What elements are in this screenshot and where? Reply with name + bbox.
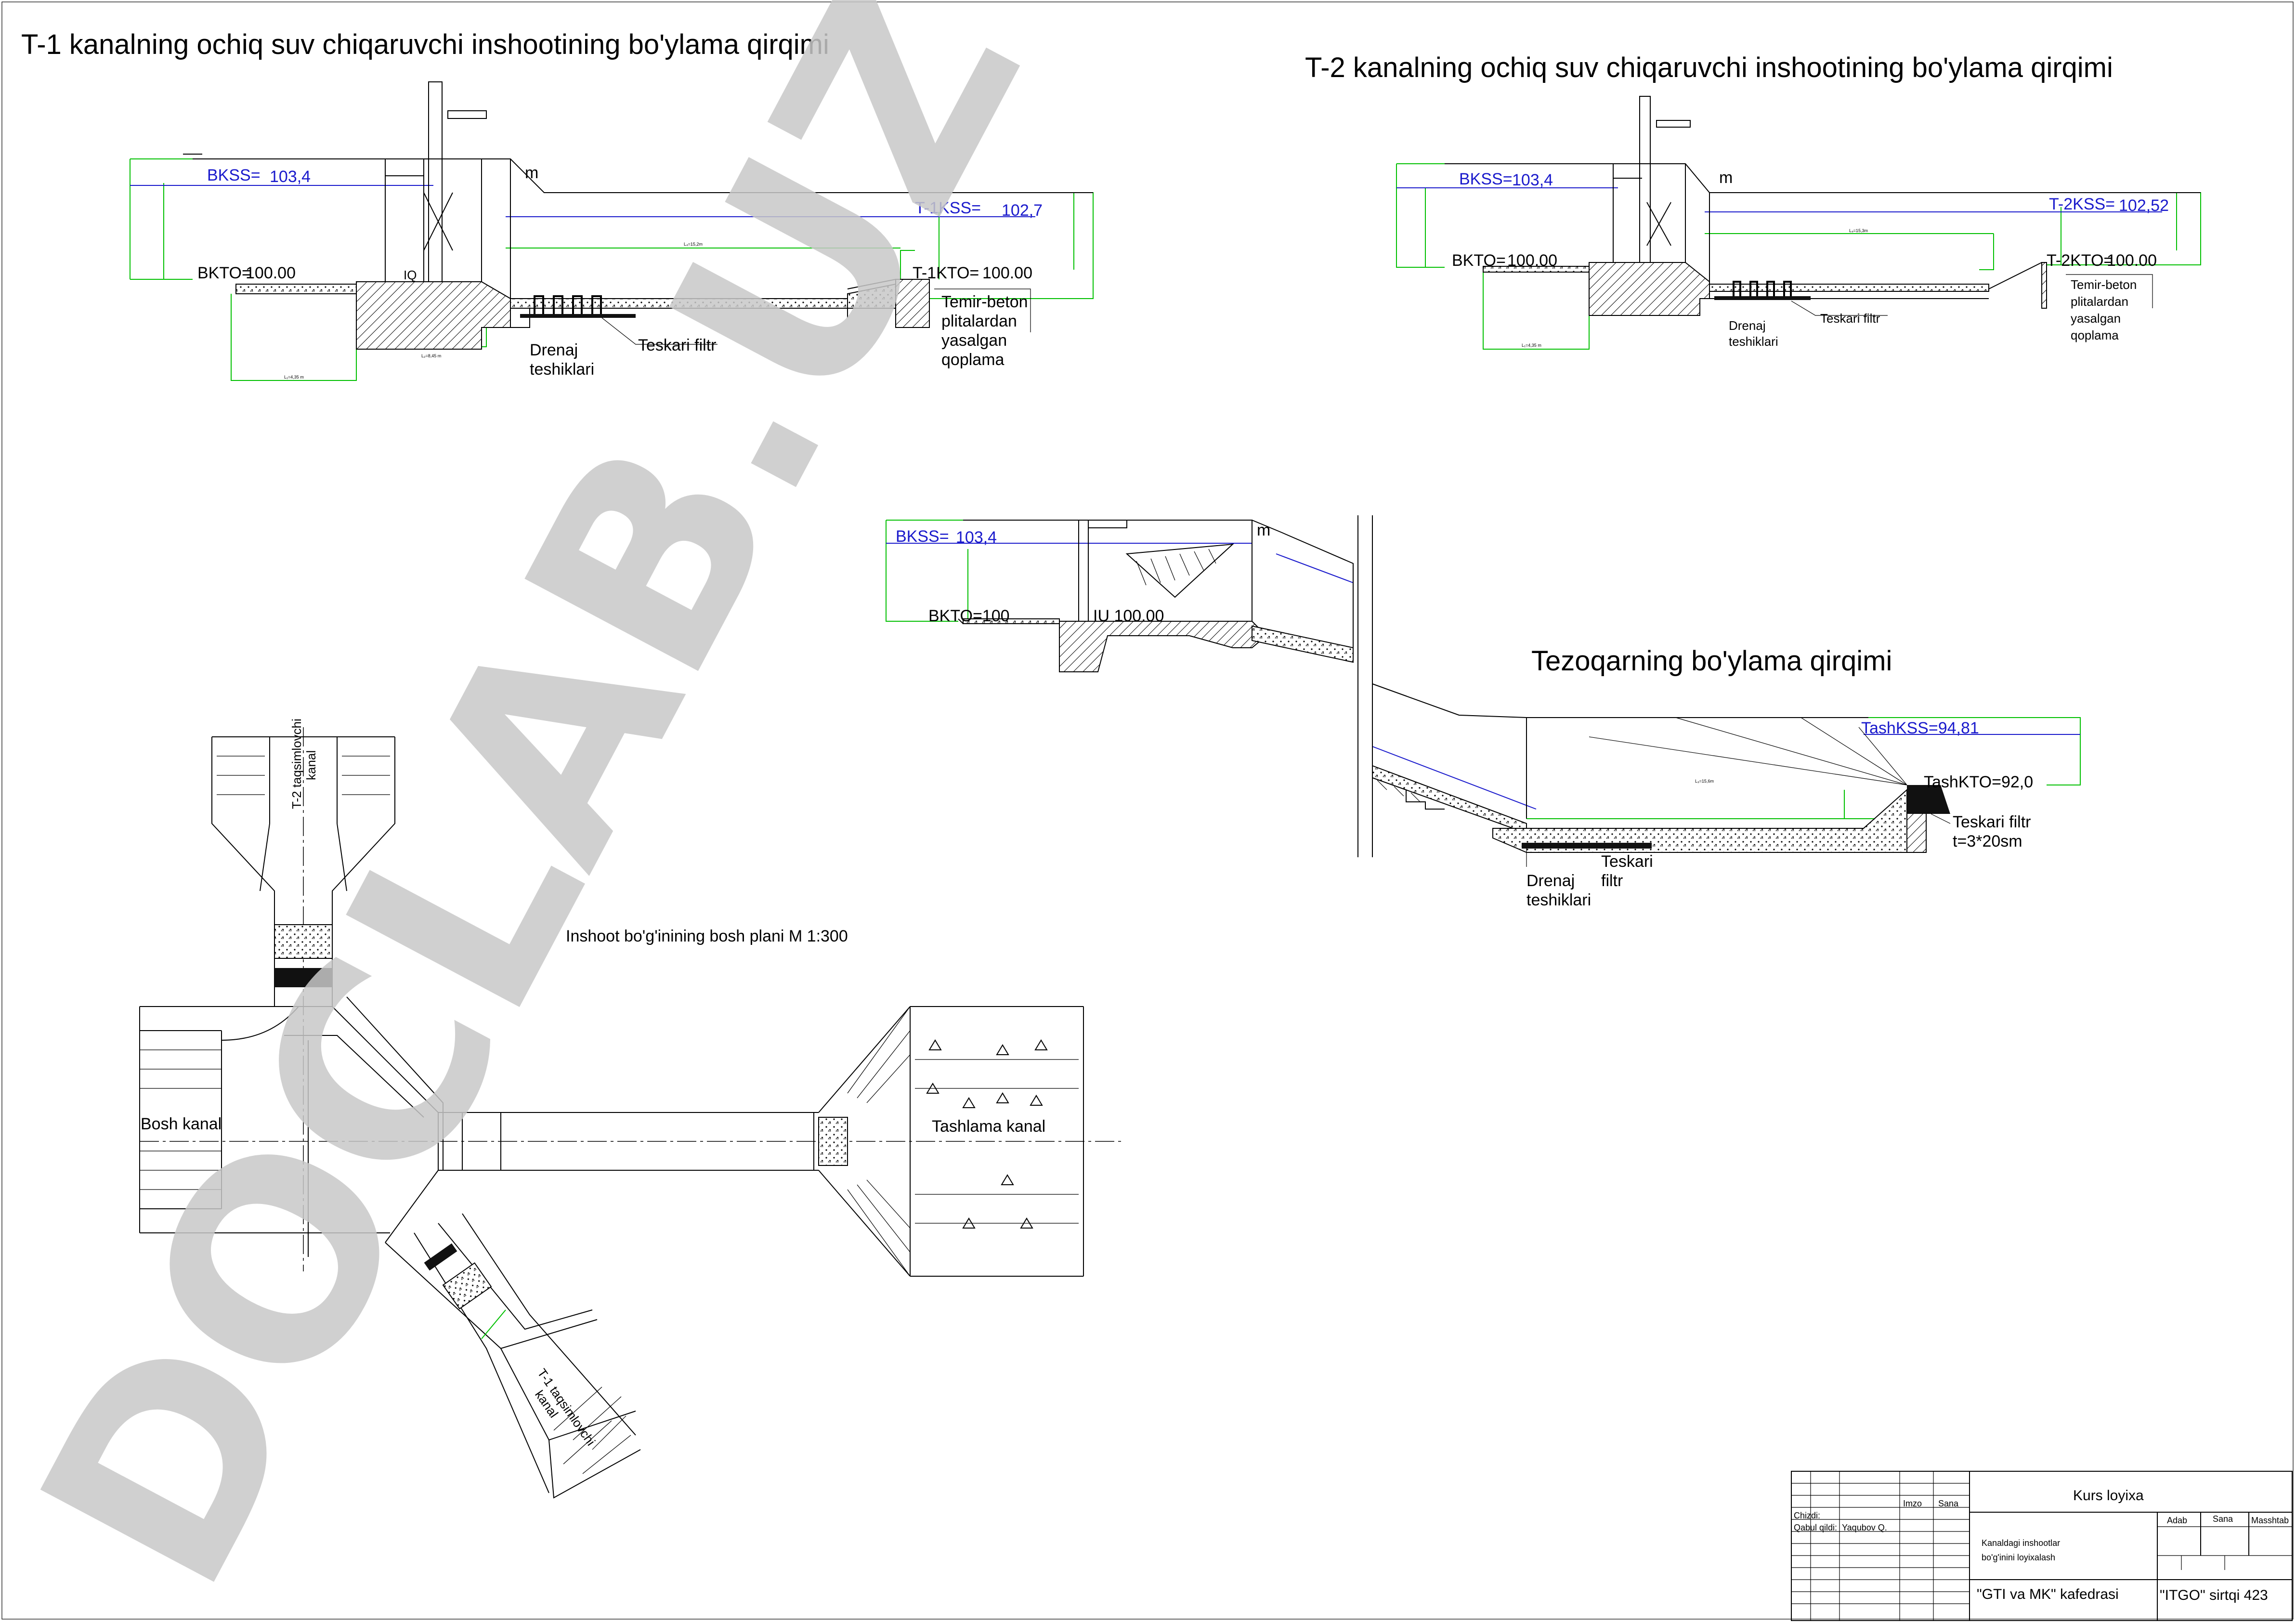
chute-gate-cap [1088,520,1127,528]
t1-bkto-label: BKTO= [197,264,251,282]
t2-lining-4: qoplama [2071,328,2119,342]
chute-tashkto: TashKTO=92,0 [1924,773,2033,791]
t2-kss-label: T-2KSS= [2049,195,2115,213]
t1-gate-mark: IQ [404,268,417,282]
chute-iu-label: IU 100.00 [1093,607,1164,625]
chute-filter2-label-1: Teskari [1601,852,1653,871]
stamp-title: Kurs loyixa [2073,1488,2144,1504]
stamp-teacher: Yaqubov Q. [1842,1523,1887,1532]
chute-section-title: Tezoqarning bo'ylama qirqimi [1531,645,1892,677]
chute-bkss-label: BKSS= [896,527,949,546]
plan-t2-canal-2: kanal [304,750,318,780]
t2-filter-label: Teskari filtr [1820,311,1880,326]
title-block: Imzo Sana Chizdi: Qabul qildi: Yaqubov Q… [1791,1471,2293,1621]
stamp-masshtab: Masshtab [2251,1516,2289,1525]
stamp-desc-2: bo'g'inini loyixalash [1982,1553,2055,1562]
t2-kto-value: 100.00 [2107,251,2157,270]
chute-filter-label-1: Teskari filtr [1953,813,2031,831]
stamp-sana: Sana [2213,1514,2233,1524]
stamp-qabul: Qabul qildi: [1794,1523,1837,1532]
t1-section-title: T-1 kanalning ochiq suv chiqaruvchi insh… [21,29,829,60]
plan-view: Inshoot bo'g'inining bosh plani M 1:300 … [139,719,1122,1499]
chute-section: Tezoqarning bo'ylama qirqimi L₃=15,6m BK… [886,515,2081,909]
chute-dim-label: L₃=15,6m [1695,779,1714,784]
t1-dim-label: L₁=4,35 m [284,375,304,379]
stamp-adab: Adab [2167,1516,2187,1525]
chute-filter-strip [1522,843,1652,849]
t1-kto-value: 100.00 [982,264,1032,282]
t2-gate-stem [1639,96,1651,265]
t1-section: T-1 kanalning ochiq suv chiqaruvchi insh… [21,29,1094,381]
chute-drain-label-2: teshiklari [1526,891,1591,909]
chute-bkto-label: BKTO=100 [928,607,1010,625]
t2-bkto-label: BKTO= [1452,251,1506,270]
plan-t2-gate [274,968,332,987]
t1-lining-2: plitalardan [941,312,1017,330]
t2-lining-3: yasalgan [2071,311,2121,326]
chute-tashkss: TashKSS=94,81 [1861,719,1979,737]
t1-dim-label: L₄=15,2m [684,242,703,247]
t2-filter-strip [1714,296,1811,300]
t1-gate-cap [447,110,487,119]
t1-lining-3: yasalgan [941,331,1007,350]
t1-gate-stem [428,81,443,285]
t2-kss-value: 102,52 [2119,196,2169,215]
t2-lining-2: plitalardan [2071,294,2128,309]
chute-bkss-value: 103,4 [956,528,997,547]
t2-dim-label: L₁=4,35 m [1522,343,1541,348]
stamp-chizdi: Chizdi: [1794,1511,1820,1520]
t1-kss-value: 102,7 [1002,201,1043,220]
plan-title: Inshoot bo'g'inining bosh plani M 1:300 [566,927,848,945]
t1-bkto-value: 100.00 [246,264,296,282]
stamp-group: "ITGO" sirtqi 423 [2160,1587,2268,1603]
chute-filter-label-2: t=3*20sm [1953,832,2022,850]
t2-lining-1: Temir-beton [2071,277,2137,292]
t1-bkss-value: 103,4 [270,168,311,186]
plan-t1-filter [442,1262,492,1309]
t1-bkss-label: BKSS= [207,166,261,184]
t2-slope-m: m [1719,169,1733,187]
chute-drain-label-1: Drenaj [1526,872,1575,890]
t2-drain-label-2: teshiklari [1729,334,1778,349]
plan-bosh-kanal: Bosh kanal [141,1115,222,1133]
plan-t1-gate [424,1243,457,1271]
t1-slope-m: m [525,164,538,182]
t1-dim-label: L₂=8,45 m [421,353,441,358]
chute-slope-m: m [1257,521,1270,539]
chute-filter2-label-2: filtr [1601,872,1623,890]
t1-lining-4: qoplama [941,351,1004,369]
t1-kto-label: T-1KTO= [913,264,979,282]
t2-gate-cap [1656,120,1691,128]
plan-tashlama-kanal: Tashlama kanal [932,1117,1045,1136]
t2-section: T-2 kanalning ochiq suv chiqaruvchi insh… [1305,52,2201,350]
t2-drain-label-1: Drenaj [1729,318,1766,333]
plan-t2-filter [274,924,333,959]
stamp-desc-1: Kanaldagi inshootlar [1982,1538,2060,1548]
plan-t2-canal-1: T-2 taqsimlovchi [289,719,304,809]
t1-kss-label: T-1KSS= [915,199,981,217]
t2-dim-label: L₄=15,3m [1849,228,1868,233]
plan-riprap [926,1039,1048,1229]
t2-kto-label: T-2KTO= [2047,251,2113,270]
stamp-col-imzo: Imzo [1903,1499,1922,1508]
t1-filter-strip [520,314,636,318]
t2-bkss-label: BKSS= [1459,170,1513,188]
stamp-dept: "GTI va MK" kafedrasi [1977,1586,2119,1602]
t1-drain-label-2: teshiklari [530,360,594,379]
t1-lining-1: Temir-beton [941,293,1028,311]
t1-drain-label-1: Drenaj [530,341,578,359]
stamp-col-sana: Sana [1938,1499,1959,1508]
t2-section-title: T-2 kanalning ochiq suv chiqaruvchi insh… [1305,52,2113,83]
t2-bkto-value: 100.00 [1507,251,1557,270]
t2-bkss-value: 103,4 [1512,171,1553,189]
t1-filter-label: Teskari filtr [638,336,716,354]
